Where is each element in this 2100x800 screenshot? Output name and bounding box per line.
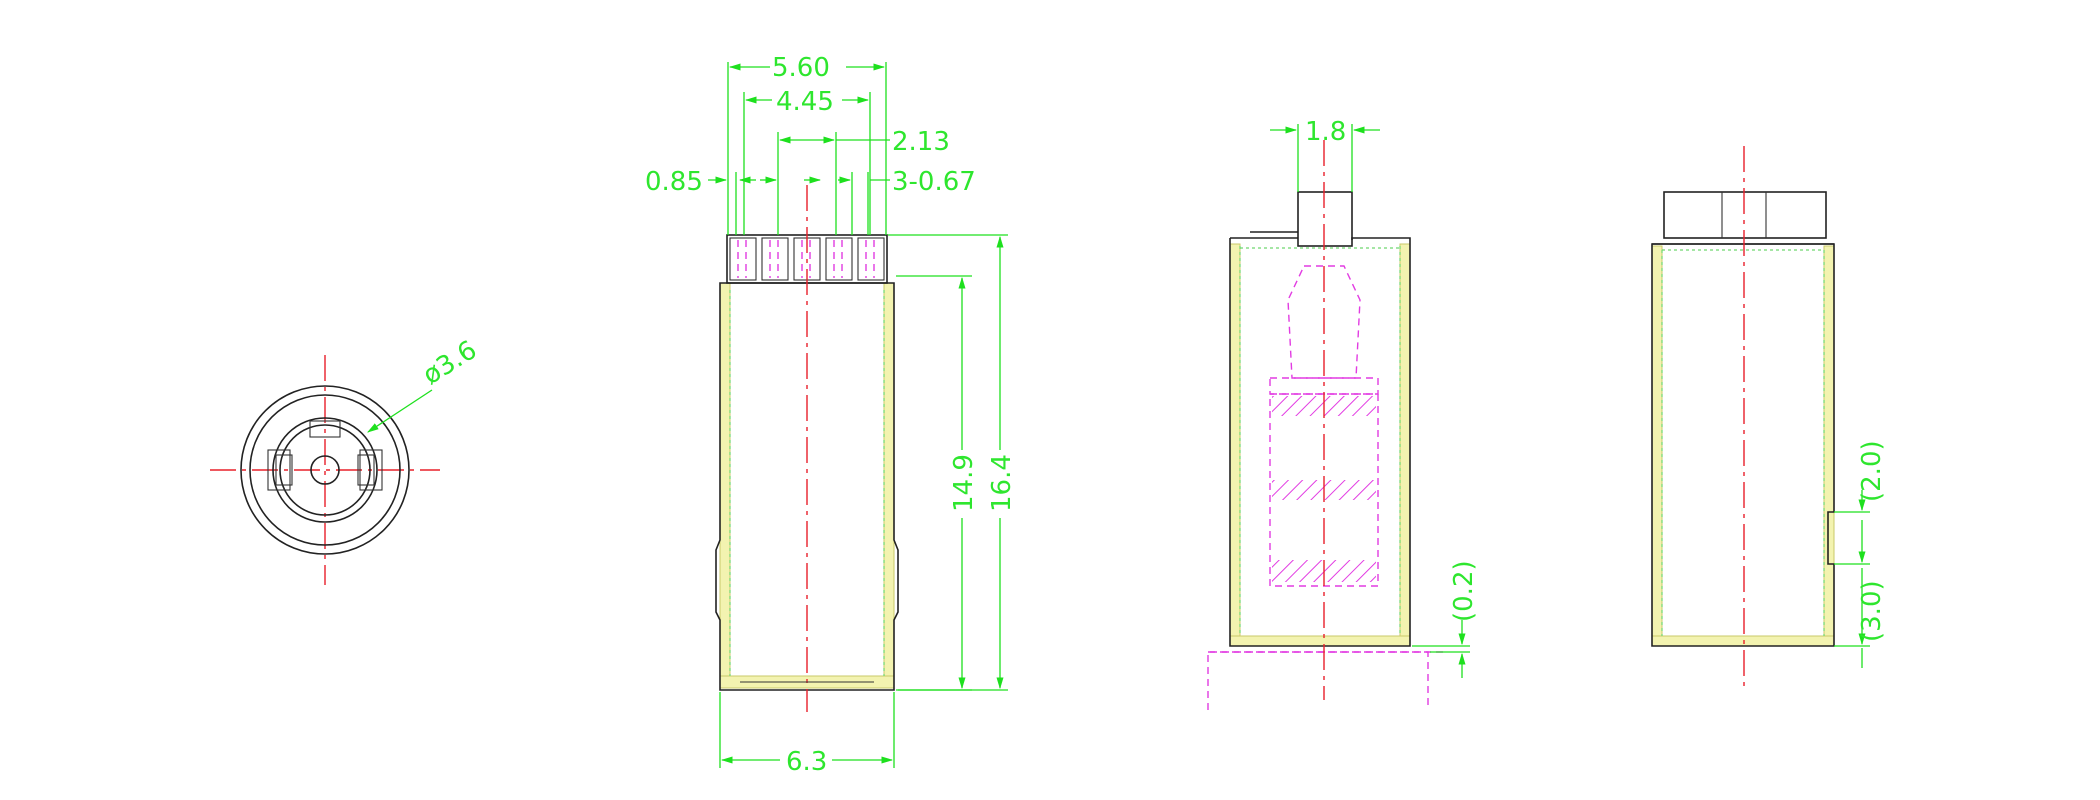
- side-left-wall-fill: [1229, 243, 1241, 645]
- pin-segment: [857, 237, 885, 281]
- dim-body-height: 14.9: [949, 454, 979, 512]
- rear-header: [1663, 191, 1827, 239]
- dim-pitch: 2.13: [892, 127, 950, 157]
- plug-tip-hidden: [1287, 265, 1361, 379]
- side-view: 1.8 (0.2): [1207, 117, 1479, 710]
- dim-total-height: 16.4: [987, 454, 1017, 512]
- pin-segment: [825, 237, 853, 281]
- dim-upper-ref: (2.0): [1857, 440, 1887, 502]
- dim-tab-width: 1.8: [1305, 117, 1346, 147]
- dim-offset: (0.2): [1449, 560, 1479, 622]
- left-contact: [275, 454, 293, 486]
- top-contact: [309, 420, 341, 438]
- rear-left-wall-fill: [1651, 245, 1663, 647]
- right-wall-fill: [883, 282, 895, 689]
- inner-ring: [279, 424, 371, 516]
- rear-bottom-fill: [1651, 635, 1835, 647]
- plug-collar-hidden: [1269, 377, 1379, 395]
- rear-view: (2.0) (3.0): [1651, 146, 1887, 690]
- diameter-leader: [367, 389, 433, 433]
- dim-pin-left: 0.85: [645, 167, 703, 197]
- board-outline-hidden: [1207, 651, 1429, 710]
- side-bottom-fill: [1229, 635, 1411, 647]
- dim-lower-ref: (3.0): [1857, 580, 1887, 642]
- end-view: ø3.6: [210, 335, 482, 585]
- pin-segments: [729, 237, 885, 281]
- dim-bottom-width: 6.3: [786, 747, 827, 777]
- dim-top-width: 5.60: [772, 53, 830, 83]
- rear-body-outline: [1651, 243, 1835, 647]
- dim-pin-gap: 3-0.67: [892, 167, 976, 197]
- dim-inner-width: 4.45: [776, 87, 834, 117]
- left-contact-frame: [267, 449, 291, 491]
- center-hole: [310, 455, 340, 485]
- front-view: 5.60 4.45 2.13 0.85 3-0.67 14.9: [645, 53, 1017, 777]
- side-body-outline: [1229, 237, 1411, 647]
- side-right-wall-fill: [1399, 243, 1411, 645]
- pin-segment: [729, 237, 757, 281]
- diameter-label: ø3.6: [418, 335, 482, 391]
- outer-ring: [249, 394, 401, 546]
- right-contact: [357, 454, 375, 486]
- middle-ring: [272, 417, 378, 523]
- pin-segment: [761, 237, 789, 281]
- outer-circle: [240, 385, 410, 555]
- left-wall-fill: [719, 282, 731, 689]
- rear-right-wall-fill: [1823, 245, 1835, 647]
- side-tab: [1297, 191, 1353, 247]
- front-body-outline: [715, 282, 899, 691]
- right-contact-frame: [359, 449, 383, 491]
